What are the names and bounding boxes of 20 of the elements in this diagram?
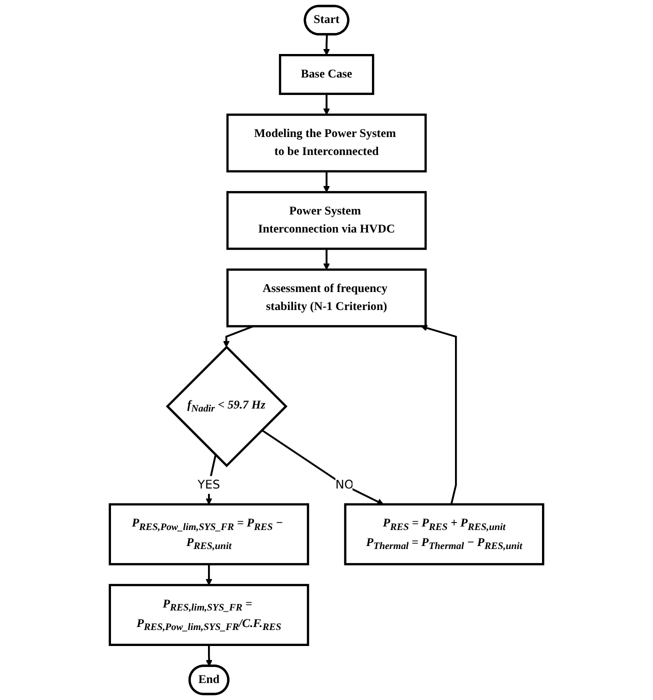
arrow [206, 564, 212, 586]
arrow [420, 324, 457, 505]
node-box: P$_{RES,Pow_lim,SYS_FR}$ = P$_{RES}$ − P$_{RES,unit}$ [108, 503, 310, 566]
edge-label: YES [198, 478, 220, 492]
node-box: Modeling the Power System to be Interconnected [226, 114, 427, 172]
arrow [223, 325, 254, 348]
node-diamond: f$_{Nadir}$ < 59.7 Hz [166, 346, 288, 468]
arrow [206, 644, 212, 666]
arrow [323, 248, 330, 270]
arrow [261, 429, 384, 505]
node-box: P$_{RES,lim,SYS_FR}$ = P$_{RES,Pow_lim,SYS_FR}$/C.F.$_{RES}$ [108, 584, 310, 646]
node-box: Base Case [278, 54, 374, 95]
node-box: P$_{RES}$ = P$_{RES}$ + P$_{RES,unit}$ P$_{Thermal}$ = P$_{Thermal}$ − P$_{RES,unit}$ [344, 503, 544, 566]
edge-label: NO [335, 478, 354, 492]
node-box: Assessment of frequency stability (N-1 Criterion) [226, 268, 427, 328]
arrow [323, 94, 330, 115]
node-box: Power System Interconnection via HVDC [226, 191, 427, 250]
arrow [323, 34, 330, 56]
arrow [206, 454, 216, 505]
arrow [323, 171, 330, 192]
